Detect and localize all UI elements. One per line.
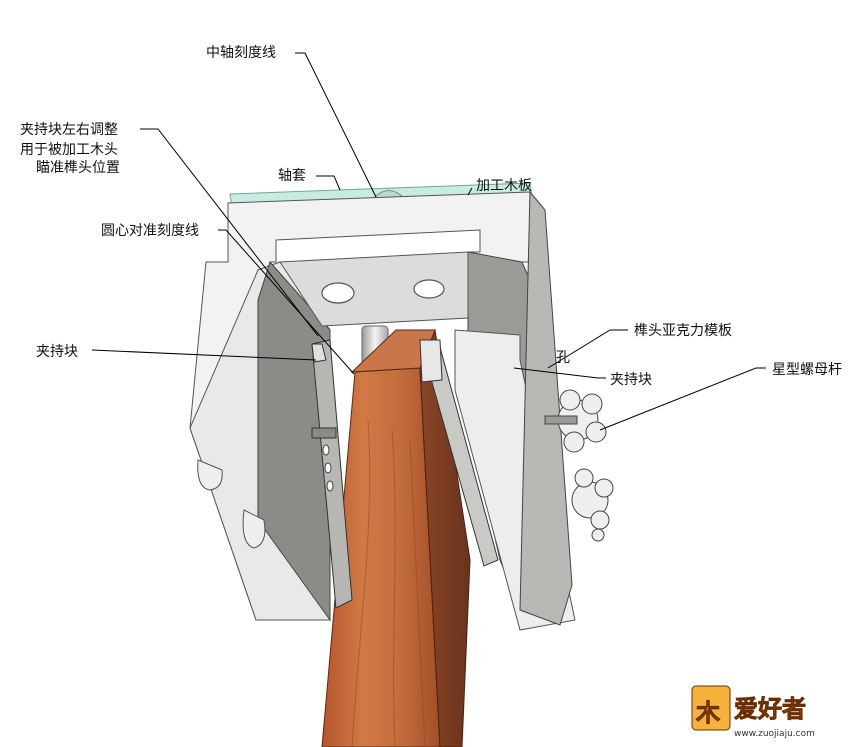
label-clamp-block-right: 夹持块 [610,372,652,388]
wood-grain [351,419,426,747]
clamp-block-left [311,339,353,609]
leader-lines [91,52,766,431]
label-clamp-block-left: 夹持块 [36,344,78,360]
clamp-left-holes [322,444,334,492]
label-clamp-adjust-line3: 瞄准榫头位置 [36,160,120,176]
clamp-block-left-face [311,343,327,363]
label-hole: 孔 [556,350,570,366]
leader-clamp-right [513,367,606,379]
leader-star-nut [599,367,766,431]
watermark-logo-mark [691,685,731,731]
label-clamp-adjust-line1: 夹持块左右调整 [20,122,118,138]
leader-center-align [218,229,355,375]
leader-clamp-left [91,349,317,361]
label-clamp-adjust-line2: 用于被加工木头 [20,142,118,158]
star-nut-rod-shaft [544,415,578,425]
leader-board [467,187,473,196]
left-rod-stub [311,427,337,439]
leader-clamp-adjust [140,128,319,337]
watermark-url: www.zuojiaju.com [734,729,815,739]
label-workpiece-board: 加工木板 [476,178,532,194]
leader-bushing [316,175,341,191]
jig-foot-left-2 [242,509,266,549]
label-tenon-acrylic-template: 榫头亚克力模板 [634,323,732,339]
jig-crossbar [279,251,469,327]
label-star-nut-rod: 星型螺母杆 [772,362,842,378]
watermark-brand: 爱好者 [734,695,806,723]
label-center-align-scale-line: 圆心对准刻度线 [101,223,199,239]
watermark-logo-glyph: 木 [695,699,721,727]
jig-foot-left-1 [197,459,223,491]
crossbar-hole-left [321,282,355,304]
wood-workpiece-top [350,329,436,373]
clamp-block-right-face [419,339,443,383]
label-bushing: 轴套 [278,168,306,184]
jig-right-edge [519,190,573,626]
crossbar-hole-right [413,279,445,299]
watermark-logo: 木 爱好者 www.zuojiaju.com [691,685,815,739]
label-center-axis-scale-line: 中轴刻度线 [206,45,276,61]
leader-center-axis [295,52,377,198]
star-knob-lower [571,468,614,542]
leader-template [547,329,628,369]
